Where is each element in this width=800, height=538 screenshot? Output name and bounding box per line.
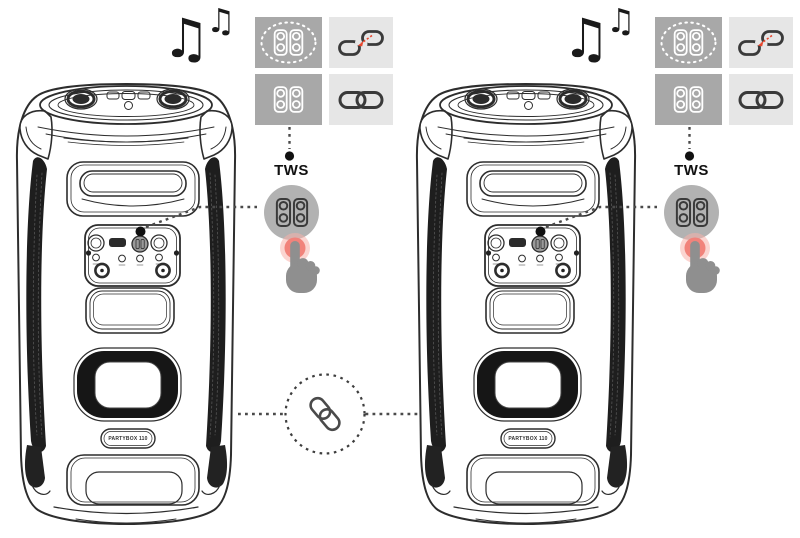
speaker-pair-icon (674, 197, 710, 228)
link-broken-icon (738, 28, 784, 58)
speakers-steady-icon (273, 86, 304, 113)
tws-label: TWS (274, 162, 309, 179)
speakers-blinking-cell (655, 17, 722, 68)
speakers-blinking-icon (660, 21, 717, 64)
status-indicator-grid (655, 17, 793, 125)
speakers-steady-cell (255, 74, 322, 125)
speakers-blinking-icon (260, 21, 317, 64)
speaker-unit-right: PARTYBOX 110 ♫ ♫ (400, 0, 800, 538)
status-indicator-grid (255, 17, 393, 125)
model-badge-label: PARTYBOX 110 (508, 436, 548, 442)
music-note-icon: ♫ (162, 7, 211, 70)
model-badge-label: PARTYBOX 110 (108, 436, 148, 442)
link-broken-cell (729, 17, 793, 68)
link-connected-icon (738, 87, 784, 113)
link-connected-icon (338, 87, 384, 113)
music-note-icon: ♫ (206, 1, 236, 40)
tws-button (264, 185, 319, 240)
link-broken-icon (338, 28, 384, 58)
tap-finger-icon (673, 229, 721, 297)
tap-finger-icon (273, 229, 321, 297)
link-connected-cell (329, 74, 393, 125)
tws-button (664, 185, 719, 240)
link-broken-cell (329, 17, 393, 68)
tws-label: TWS (674, 162, 709, 179)
music-note-icon: ♫ (562, 7, 611, 70)
speakers-blinking-cell (255, 17, 322, 68)
speaker-unit-left: PARTYBOX 110 ♫ ♫ (0, 1, 393, 538)
speaker-pair-icon (274, 197, 310, 228)
speaker-illustration-right (412, 83, 640, 525)
speaker-illustration-left (12, 83, 240, 525)
music-note-icon: ♫ (606, 1, 636, 40)
speakers-steady-icon (673, 86, 704, 113)
link-connected-cell (729, 74, 793, 125)
speakers-steady-cell (655, 74, 722, 125)
